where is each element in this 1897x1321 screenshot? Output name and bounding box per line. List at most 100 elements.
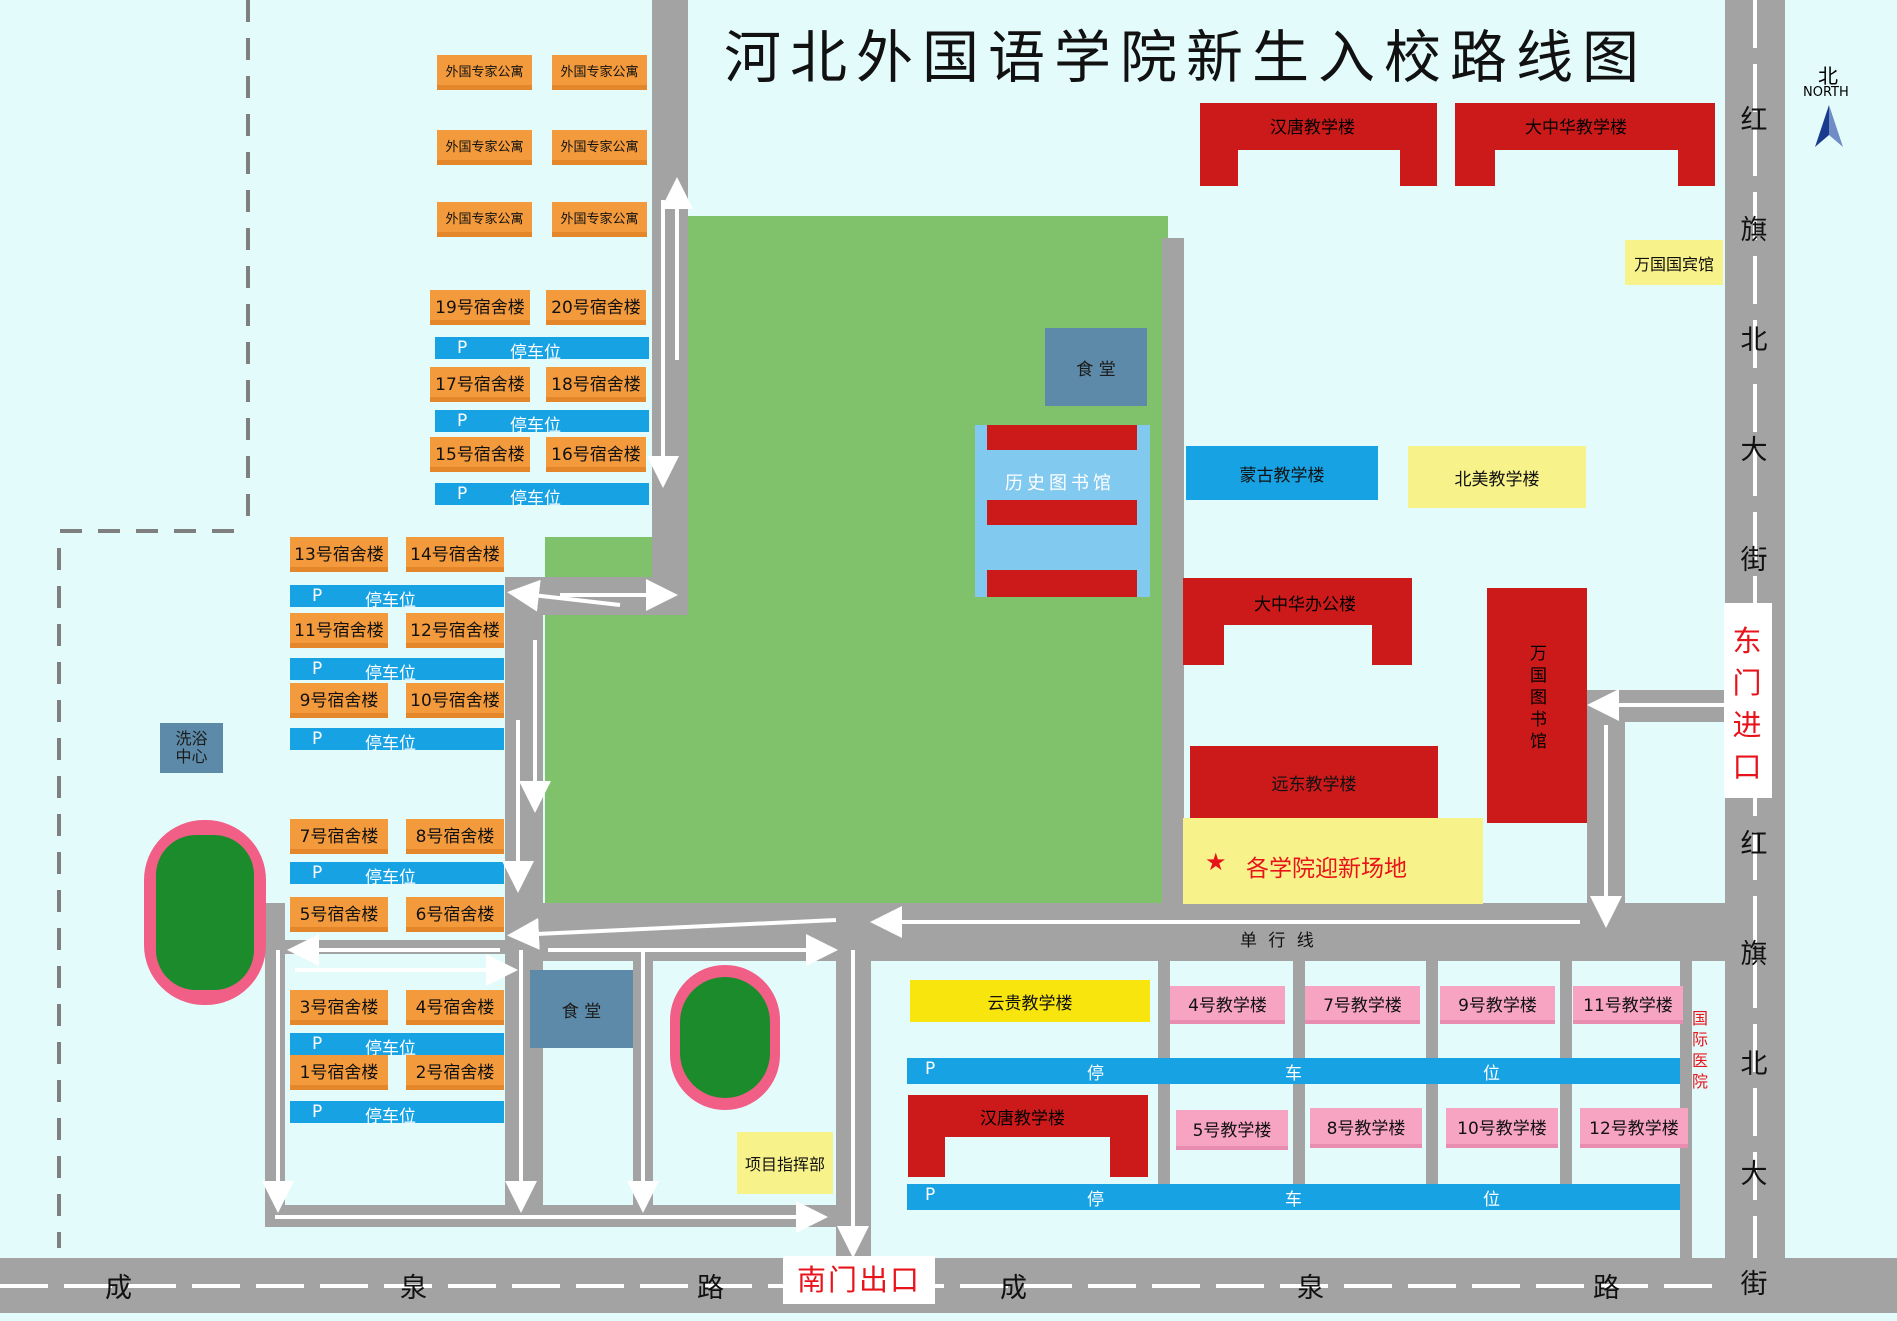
dorm-1[interactable]: 1号宿舍楼: [290, 1055, 388, 1090]
hantang-north-courtyard: [1238, 150, 1400, 186]
menggu-teaching-building[interactable]: 蒙古教学楼: [1186, 446, 1378, 500]
east-road-char: 大: [1740, 1159, 1768, 1190]
parking-lot[interactable]: P 停车位: [435, 483, 649, 509]
parking-label: 停车位: [365, 1039, 416, 1059]
north-west-road: [652, 0, 688, 610]
parking-p: P: [457, 484, 468, 504]
foreign-expert-apartment[interactable]: 外国专家公寓: [437, 55, 532, 90]
dorm-14[interactable]: 14号宿舍楼: [406, 537, 504, 572]
wanguo-guest-hotel[interactable]: 万国国宾馆: [1625, 240, 1723, 285]
dazhonghua-label: 大中华教学楼: [1525, 118, 1627, 138]
teaching-building-4[interactable]: 4号教学楼: [1170, 986, 1285, 1024]
parking-label: 停车位: [365, 664, 416, 684]
east-gate-down-road: [1587, 690, 1625, 912]
international-hospital[interactable]: 国际医院: [1692, 1009, 1709, 1091]
dorm-6[interactable]: 6号宿舍楼: [406, 897, 504, 932]
parking-p: P: [925, 1185, 936, 1205]
yuandong-teaching-building[interactable]: 远东教学楼: [1190, 746, 1438, 818]
wanguo-library-label: 万国图书馆: [1530, 644, 1547, 752]
parking-p: P: [312, 863, 323, 883]
parking-label: 停车位: [510, 343, 561, 363]
east-road-char: 街: [1740, 1269, 1768, 1300]
parking-char: 位: [1483, 1190, 1500, 1210]
teaching-building-10[interactable]: 10号教学楼: [1446, 1108, 1558, 1148]
dorm-5[interactable]: 5号宿舍楼: [290, 897, 388, 932]
foreign-expert-apartment[interactable]: 外国专家公寓: [437, 202, 532, 237]
lower-lane-3: [283, 940, 836, 954]
teaching-building-12[interactable]: 12号教学楼: [1580, 1108, 1688, 1148]
parking-label: 停车位: [510, 489, 561, 509]
dorm-7[interactable]: 7号宿舍楼: [290, 819, 388, 854]
dorm-12[interactable]: 12号宿舍楼: [406, 613, 504, 648]
compass-north-label: 北: [1818, 64, 1838, 88]
east-inner-road: [1162, 238, 1184, 903]
wanguo-library[interactable]: [1487, 588, 1587, 823]
dorm-10[interactable]: 10号宿舍楼: [406, 683, 504, 718]
teaching-building-8[interactable]: 8号教学楼: [1310, 1108, 1422, 1148]
foreign-expert-apartment[interactable]: 外国专家公寓: [437, 130, 532, 165]
south-road-char: 路: [697, 1273, 724, 1304]
east-entry-gate[interactable]: [1724, 603, 1772, 798]
compass-north-en: NORTH: [1803, 85, 1849, 100]
dorm-11[interactable]: 11号宿舍楼: [290, 613, 388, 648]
dorm-17[interactable]: 17号宿舍楼: [430, 367, 530, 402]
hantang-south-label: 汉唐教学楼: [980, 1109, 1065, 1129]
teaching-building-9[interactable]: 9号教学楼: [1440, 986, 1555, 1024]
foreign-expert-apartment[interactable]: 外国专家公寓: [552, 55, 647, 90]
dorm-9[interactable]: 9号宿舍楼: [290, 683, 388, 718]
parking-lot[interactable]: P 停车位: [290, 1033, 504, 1059]
dorm-19[interactable]: 19号宿舍楼: [430, 290, 530, 325]
east-road-char: 旗: [1740, 939, 1768, 970]
parking-char: 停: [1087, 1190, 1104, 1210]
welcome-area[interactable]: [1183, 818, 1483, 904]
dorm-3[interactable]: 3号宿舍楼: [290, 990, 388, 1025]
canteen-south[interactable]: 食 堂: [530, 970, 633, 1048]
parking-label: 停车位: [365, 734, 416, 754]
canteen-north[interactable]: 食 堂: [1045, 328, 1147, 406]
dorm-4[interactable]: 4号宿舍楼: [406, 990, 504, 1025]
dazhonghua-courtyard: [1495, 150, 1678, 186]
dorm-20[interactable]: 20号宿舍楼: [546, 290, 646, 325]
south-road-char: 泉: [1297, 1273, 1324, 1304]
parking-label: 停车位: [365, 1107, 416, 1127]
beimei-teaching-building[interactable]: 北美教学楼: [1408, 446, 1586, 508]
bath-center[interactable]: 洗浴 中心: [160, 723, 223, 773]
teaching-building-11[interactable]: 11号教学楼: [1573, 986, 1683, 1024]
teaching-building-7[interactable]: 7号教学楼: [1305, 986, 1420, 1024]
dorm-16[interactable]: 16号宿舍楼: [546, 437, 646, 472]
foreign-expert-apartment[interactable]: 外国专家公寓: [552, 130, 647, 165]
foreign-expert-apartment[interactable]: 外国专家公寓: [552, 202, 647, 237]
teaching-building-5[interactable]: 5号教学楼: [1176, 1110, 1288, 1150]
history-library[interactable]: 历史图书馆: [975, 425, 1150, 597]
dorm-8[interactable]: 8号宿舍楼: [406, 819, 504, 854]
one-way-label: 单 行 线: [1240, 931, 1317, 951]
office-courtyard: [1224, 625, 1372, 665]
dorm-13[interactable]: 13号宿舍楼: [290, 537, 388, 572]
parking-lot[interactable]: P 停车位: [290, 862, 504, 888]
east-entry-char: 门: [1732, 666, 1762, 700]
project-headquarters[interactable]: 项目指挥部: [737, 1132, 833, 1194]
parking-char: 位: [1483, 1064, 1500, 1084]
south-exit-gate[interactable]: 南门出口: [783, 1256, 935, 1304]
boundary-dash-3: [57, 548, 61, 1248]
yungui-teaching-building[interactable]: 云贵教学楼: [910, 980, 1150, 1022]
east-entry-char: 东: [1732, 624, 1762, 658]
hantang-north-label: 汉唐教学楼: [1270, 118, 1355, 138]
parking-label: 停车位: [365, 868, 416, 888]
star-icon: ★: [1205, 848, 1227, 876]
dorm-18[interactable]: 18号宿舍楼: [546, 367, 646, 402]
parking-p: P: [312, 1034, 323, 1054]
dorm-2[interactable]: 2号宿舍楼: [406, 1055, 504, 1090]
dorm-15[interactable]: 15号宿舍楼: [430, 437, 530, 472]
parking-char: 车: [1285, 1064, 1302, 1084]
east-road-char: 北: [1740, 325, 1768, 356]
